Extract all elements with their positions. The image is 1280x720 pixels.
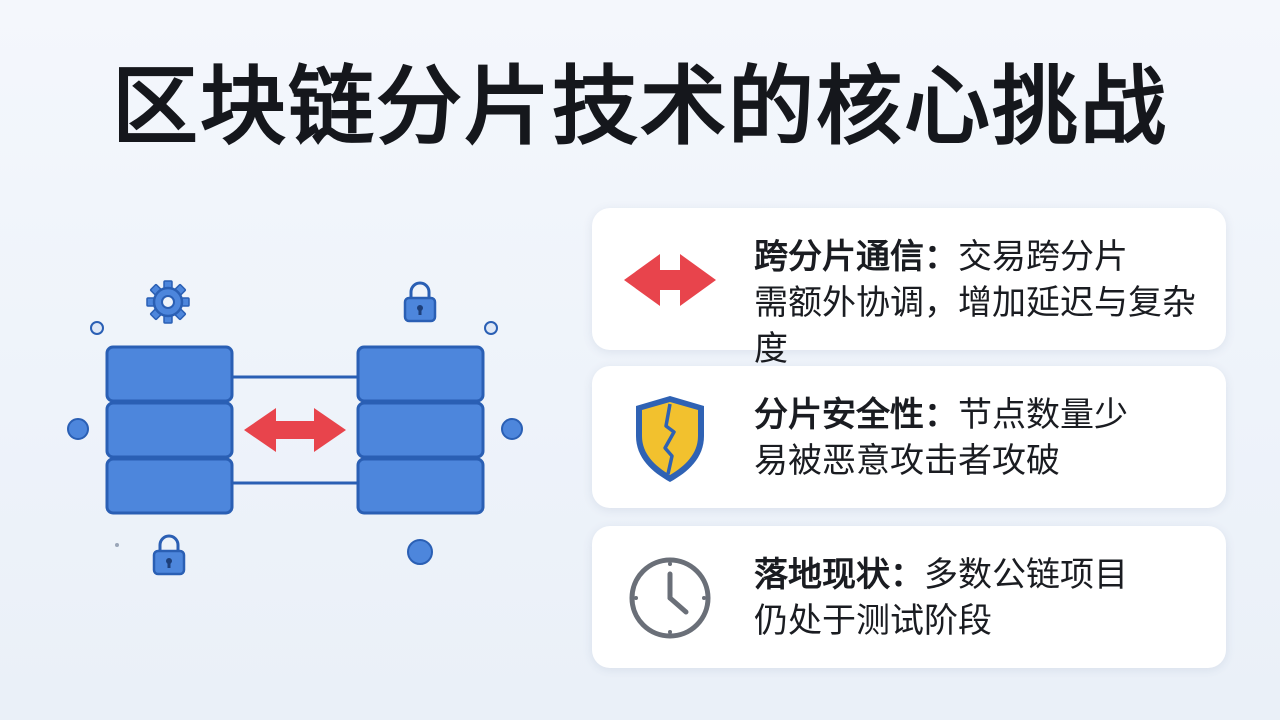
card-line2: 需额外协调，增加延迟与复杂度 [754,283,1196,369]
card-line1: 多数公链项目 [924,555,1128,595]
lock-icon [403,281,437,323]
node-dot [484,321,498,335]
shard-block [356,345,485,403]
shard-block [356,401,485,459]
challenge-card-cross-shard: 跨分片通信：交易跨分片 需额外协调，增加延迟与复杂度 [592,208,1226,369]
lock-icon [152,534,186,576]
clock-icon [629,557,711,639]
card-text: 落地现状：多数公链项目 仍处于测试阶段 [754,552,1216,644]
card-text: 跨分片通信：交易跨分片 需额外协调，增加延迟与复杂度 [754,234,1216,372]
card-line1: 节点数量少 [958,395,1128,435]
node-dot [115,543,119,547]
node-dot [90,321,104,335]
shard-diagram [67,280,523,576]
card-heading: 落地现状： [754,555,924,595]
shard-stack-right [356,345,485,515]
shard-block [105,457,234,515]
shard-block [105,401,234,459]
card-line2: 仍处于测试阶段 [754,601,992,641]
challenge-card-security: 分片安全性：节点数量少 易被恶意攻击者攻破 [592,366,1226,508]
gear-icon [146,280,190,324]
double-arrow-icon [244,408,346,452]
card-heading: 分片安全性： [754,395,958,435]
card-heading: 跨分片通信： [754,237,958,277]
node-dot [501,418,523,440]
card-text: 分片安全性：节点数量少 易被恶意攻击者攻破 [754,392,1216,484]
card-line2: 易被恶意攻击者攻破 [754,441,1060,481]
shard-stack-left [105,345,234,515]
shield-icon [636,396,704,482]
shard-block [356,457,485,515]
page-title: 区块链分片技术的核心挑战 [112,57,1168,157]
shard-block [105,345,234,403]
node-dot [407,539,433,565]
node-dot [67,418,89,440]
card-line1: 交易跨分片 [958,237,1128,277]
double-arrow-icon [624,254,716,306]
challenge-card-adoption: 落地现状：多数公链项目 仍处于测试阶段 [592,526,1226,668]
